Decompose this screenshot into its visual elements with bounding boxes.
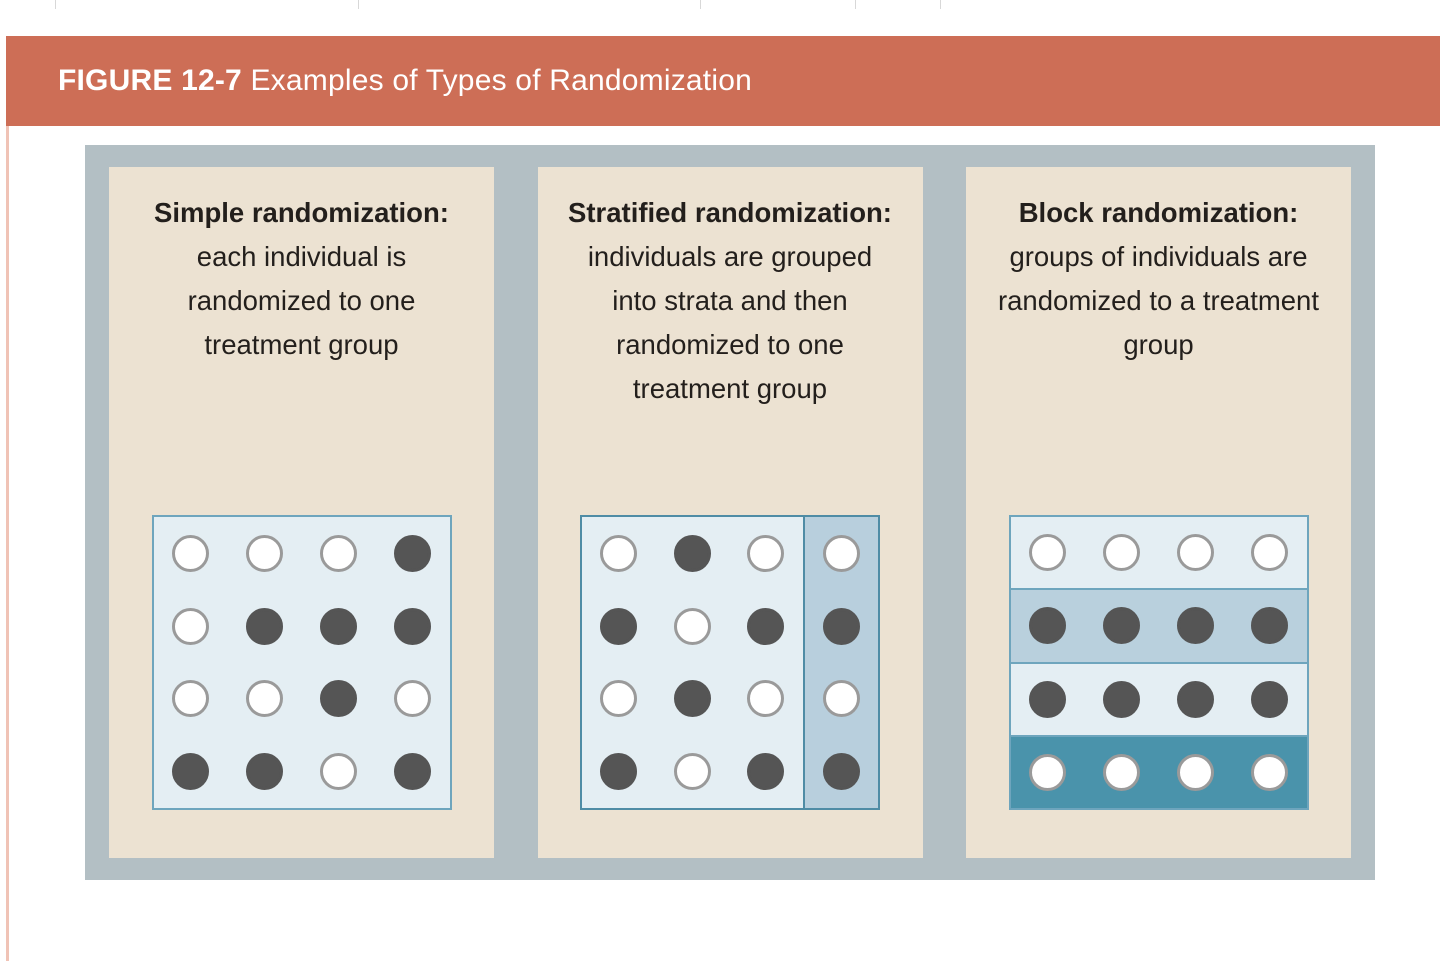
dot-filled bbox=[1177, 607, 1214, 645]
dot-open bbox=[320, 753, 357, 791]
blocks-container bbox=[1008, 515, 1309, 810]
block-band-3 bbox=[1010, 663, 1307, 737]
dot-filled bbox=[320, 607, 357, 645]
dot-open bbox=[822, 534, 860, 572]
dot-filled bbox=[747, 753, 785, 791]
dot-open bbox=[747, 534, 785, 572]
diagram-block bbox=[1008, 515, 1309, 810]
dot-open bbox=[600, 534, 638, 572]
dot-filled bbox=[673, 534, 711, 572]
dot-filled bbox=[747, 607, 785, 645]
caption-rest-block: groups of individuals are randomized to … bbox=[997, 241, 1319, 360]
block-band-2 bbox=[1010, 590, 1307, 664]
dot-open bbox=[246, 680, 283, 718]
dot-filled bbox=[1103, 607, 1140, 645]
diagram-frame: Simple randomization: each individual is… bbox=[85, 145, 1375, 880]
diagram-stratified bbox=[580, 515, 880, 810]
dot-filled bbox=[394, 753, 431, 791]
dot-open bbox=[1251, 753, 1288, 791]
dot-open bbox=[747, 680, 785, 718]
dot-open bbox=[1177, 753, 1214, 791]
stratum-1 bbox=[582, 517, 803, 808]
dot-filled bbox=[1251, 607, 1288, 645]
panel-stratified-randomization: Stratified randomization: individuals ar… bbox=[537, 167, 923, 858]
dot-open bbox=[1251, 534, 1288, 572]
dot-filled bbox=[673, 680, 711, 718]
figure-header-bar: FIGURE 12-7 Examples of Types of Randomi… bbox=[6, 36, 1440, 126]
dot-filled bbox=[246, 607, 283, 645]
dot-open bbox=[1103, 753, 1140, 791]
dot-open bbox=[600, 680, 638, 718]
block-band-4 bbox=[1010, 736, 1307, 808]
caption-block: Block randomization: groups of individua… bbox=[994, 191, 1324, 367]
dot-filled bbox=[600, 607, 638, 645]
panel-simple-randomization: Simple randomization: each individual is… bbox=[109, 167, 494, 858]
dot-grid-simple bbox=[151, 515, 452, 810]
figure-header-text: FIGURE 12-7 Examples of Types of Randomi… bbox=[58, 64, 752, 98]
top-edge-artifacts bbox=[0, 0, 1440, 10]
dot-filled bbox=[1029, 607, 1066, 645]
block-band-1 bbox=[1010, 517, 1307, 591]
figure-number: FIGURE 12-7 bbox=[58, 64, 242, 97]
dot-filled bbox=[822, 607, 860, 645]
dot-filled bbox=[1251, 680, 1288, 718]
dot-filled bbox=[1029, 680, 1066, 718]
stratum-2 bbox=[802, 517, 878, 808]
figure-title: Examples of Types of Randomization bbox=[250, 64, 752, 97]
dot-open bbox=[673, 607, 711, 645]
dot-filled bbox=[394, 534, 431, 572]
caption-rest-simple: each individual is randomized to one tre… bbox=[187, 241, 416, 360]
caption-simple: Simple randomization: each individual is… bbox=[137, 191, 467, 367]
caption-rest-stratified: individuals are grouped into strata and … bbox=[587, 241, 873, 404]
dot-open bbox=[172, 534, 209, 572]
diagram-simple bbox=[151, 515, 452, 810]
dot-filled bbox=[246, 753, 283, 791]
dot-open bbox=[394, 680, 431, 718]
dot-open bbox=[673, 753, 711, 791]
dot-open bbox=[822, 680, 860, 718]
dot-open bbox=[1177, 534, 1214, 572]
dot-filled bbox=[822, 753, 860, 791]
dot-open bbox=[1103, 534, 1140, 572]
panel-block-randomization: Block randomization: groups of individua… bbox=[966, 167, 1351, 858]
caption-stratified: Stratified randomization: individuals ar… bbox=[565, 191, 895, 411]
figure-container: FIGURE 12-7 Examples of Types of Randomi… bbox=[6, 36, 1440, 126]
dot-open bbox=[172, 680, 209, 718]
dot-filled bbox=[394, 607, 431, 645]
dot-filled bbox=[1177, 680, 1214, 718]
caption-lead-block: Block randomization: bbox=[1018, 197, 1299, 228]
dot-open bbox=[320, 534, 357, 572]
strata-container bbox=[580, 515, 880, 810]
caption-lead-simple: Simple randomization: bbox=[154, 197, 449, 228]
left-margin-rule bbox=[6, 126, 9, 961]
dot-filled bbox=[600, 753, 638, 791]
caption-lead-stratified: Stratified randomization: bbox=[568, 197, 892, 228]
dot-open bbox=[246, 534, 283, 572]
dot-open bbox=[1029, 534, 1066, 572]
dot-filled bbox=[1103, 680, 1140, 718]
dot-open bbox=[1029, 753, 1066, 791]
dot-filled bbox=[172, 753, 209, 791]
dot-filled bbox=[320, 680, 357, 718]
dot-open bbox=[172, 607, 209, 645]
